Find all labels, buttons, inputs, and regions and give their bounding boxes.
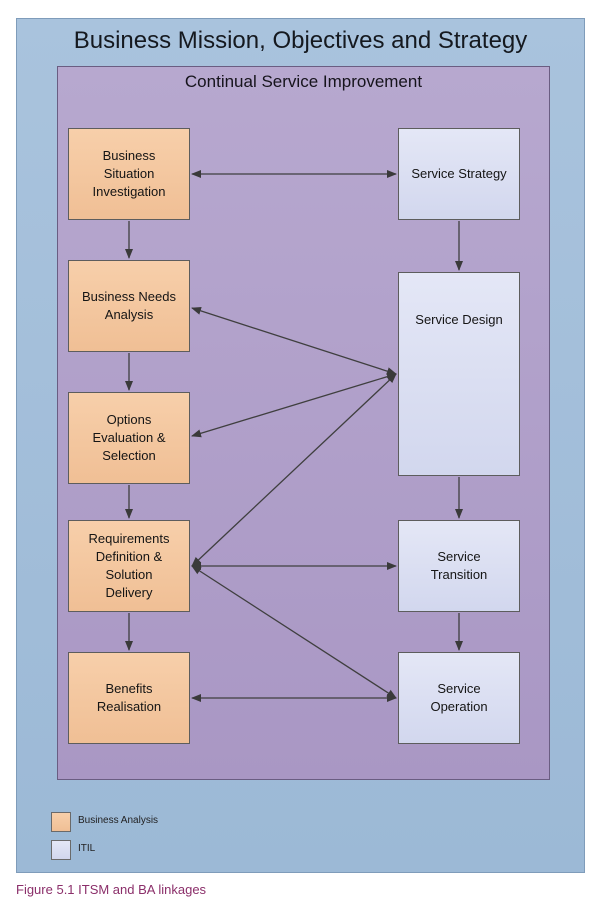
service-transition-box: Service Transition bbox=[398, 520, 520, 612]
requirements-definition-solution-delivery-box: Requirements Definition & Solution Deliv… bbox=[68, 520, 190, 612]
legend-label-itil: ITIL bbox=[78, 843, 96, 854]
service-strategy-box: Service Strategy bbox=[398, 128, 520, 220]
service-design-box: Service Design bbox=[398, 272, 520, 476]
inner-title: Continual Service Improvement bbox=[184, 72, 423, 91]
legend-swatch-business-analysis bbox=[51, 812, 71, 832]
benefits-realisation-box: Benefits Realisation bbox=[68, 652, 190, 744]
legend-label-business-analysis: Business Analysis bbox=[78, 815, 159, 826]
diagram-title: Business Mission, Objectives and Strateg… bbox=[73, 27, 528, 54]
figure-caption: Figure 5.1 ITSM and BA linkages bbox=[16, 882, 207, 897]
legend-swatch-itil bbox=[51, 840, 71, 860]
business-situation-investigation-box: Business Situation Investigation bbox=[68, 128, 190, 220]
business-needs-analysis-box: Business Needs Analysis bbox=[68, 260, 190, 352]
service-operation-box: Service Operation bbox=[398, 652, 520, 744]
options-evaluation-selection-box: Options Evaluation & Selection bbox=[68, 392, 190, 484]
